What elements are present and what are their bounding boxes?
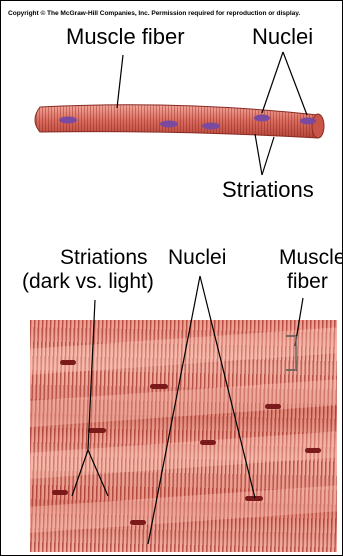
leader-line-striations-bottom [72, 450, 88, 496]
label-nuclei-bottom: Nuclei [168, 246, 226, 270]
label-fiber-bottom: fiber [287, 270, 328, 294]
muscle-fiber-bracket-highlight [286, 336, 296, 370]
leader-line-striations-bottom [88, 450, 108, 496]
leader-line-nuclei-bottom [148, 276, 200, 544]
label-striations-bottom: Striations [60, 246, 148, 270]
leader-line-nuclei-bottom [200, 276, 255, 498]
label-striations-subtitle: (dark vs. light) [22, 270, 154, 294]
leader-line-striations-bottom [88, 300, 95, 450]
muscle-fiber-bracket [286, 336, 296, 370]
label-muscle-bottom: Muscle [279, 246, 343, 270]
